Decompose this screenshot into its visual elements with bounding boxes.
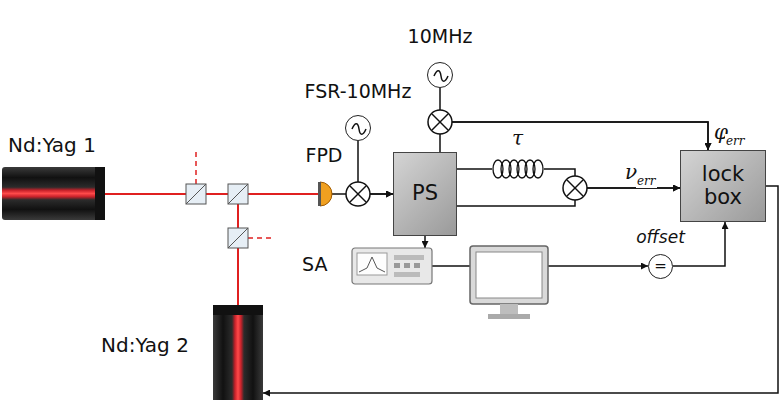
signal-wire [424, 236, 426, 248]
delay-symbol: τ [511, 126, 524, 150]
laser-body: Nd:Yag 2 [213, 305, 263, 400]
mixer-symbol [346, 182, 370, 206]
delay-coil [492, 158, 544, 180]
mixer-symbol [567, 180, 583, 196]
oscillator: 10MHz [427, 62, 453, 88]
osc-shape [428, 63, 454, 89]
beam-splitter [228, 228, 248, 248]
node-heading: Nd:Yag 2 [101, 333, 189, 357]
node-text: lock box [692, 163, 754, 209]
laser-beam [238, 194, 318, 305]
beam-splitter [228, 228, 248, 248]
signal-subscript: err [725, 134, 746, 148]
beam-splitter [228, 184, 248, 204]
beam-splitter [186, 184, 206, 204]
delay-coil [492, 158, 544, 180]
node-text: PS [412, 182, 438, 205]
signal-wire [440, 88, 708, 150]
beam [237, 194, 239, 305]
beam-splitter [186, 184, 206, 204]
dashed-beam [248, 237, 274, 239]
node-heading: FSR-10MHz [305, 80, 412, 102]
node-heading: SA [302, 253, 327, 275]
osc-shape [346, 116, 372, 142]
photodiode: FPD [318, 182, 330, 206]
node-heading: 10MHz [408, 25, 473, 47]
sa-shape [352, 248, 432, 284]
beam-splitter [228, 184, 248, 204]
mixer-symbol [432, 114, 448, 130]
oscillator: FSR-10MHz [345, 115, 371, 141]
computer-monitor [476, 252, 542, 298]
coil-winding [533, 160, 543, 178]
node-heading: Nd:Yag 1 [8, 133, 96, 157]
pd-shape [318, 182, 330, 206]
process-box: lock box [680, 150, 766, 222]
mixer-symbol [346, 182, 370, 206]
mixer-symbol [567, 180, 583, 196]
process-box: PS [393, 152, 457, 236]
node-text: = [654, 258, 667, 275]
beam-splitter [228, 184, 248, 204]
mixer-symbol [432, 114, 448, 130]
computer-monitor [500, 304, 518, 314]
mixer-symbol [350, 186, 366, 202]
mixer-symbol [428, 110, 452, 134]
computer-monitor [488, 314, 530, 319]
signal-subscript: err [636, 174, 657, 188]
computer-monitor [470, 246, 548, 304]
mixer-symbol [350, 186, 366, 202]
mixer-symbol [563, 176, 587, 200]
node-heading: FPD [305, 144, 342, 166]
beam-splitter [228, 228, 248, 248]
offset-source: =offset [648, 254, 673, 279]
mixer-symbol [563, 176, 587, 200]
computer-monitor [470, 246, 548, 319]
dashed-beam [195, 148, 197, 184]
spectrum-analyzer: SA [352, 248, 432, 284]
signal-wire [440, 122, 708, 152]
beam-splitter [186, 184, 206, 204]
laser-body: Nd:Yag 1 [2, 167, 105, 220]
mixer-symbol [428, 110, 452, 134]
node-heading: offset [636, 227, 685, 247]
